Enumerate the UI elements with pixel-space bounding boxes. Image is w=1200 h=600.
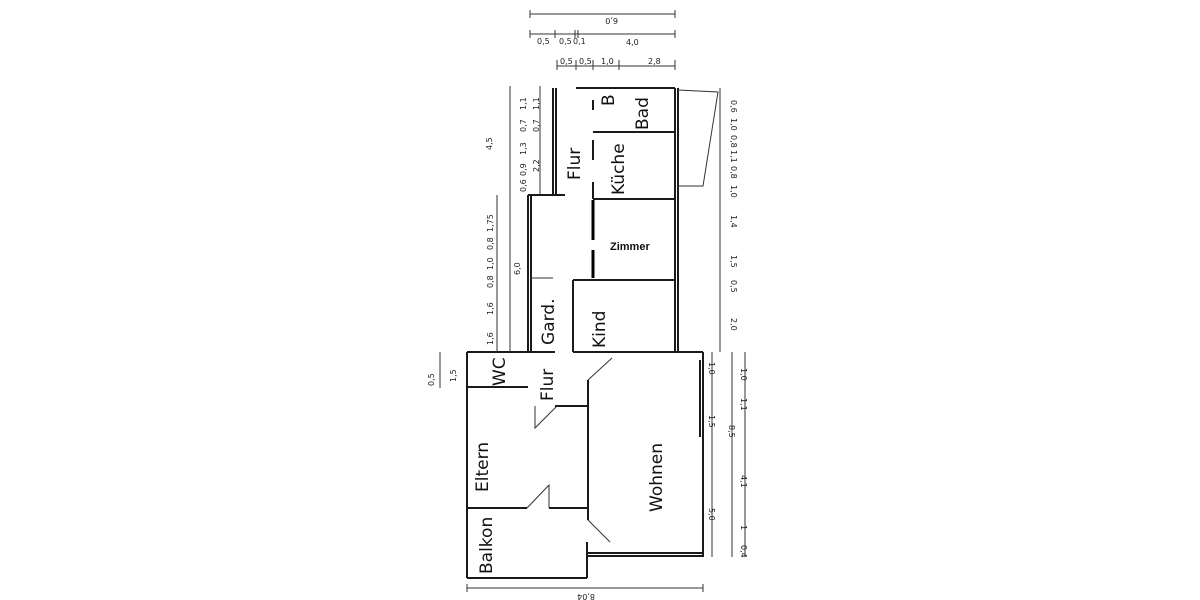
dim-right-upper-4: 0,8 (729, 166, 738, 179)
dim-right-upper-9: 2,0 (729, 318, 738, 331)
dim-left-middle-total: 6,0 (513, 262, 522, 275)
dim-right-upper-6: 1,4 (729, 215, 738, 228)
room-kueche: Küche (609, 143, 629, 195)
dim-right-lower-4: 0,4 (739, 545, 748, 558)
left-dimensions: 4,5 1,1 0,7 1,3 0,9 0,6 1,1 0,7 2,2 6,0 … (427, 86, 541, 388)
dim-top-r2-0: 0,5 (537, 37, 550, 46)
dim-top-r3-0: 0,5 (560, 57, 573, 66)
dim-right-upper-2: 0,8 (729, 135, 738, 148)
walls (466, 87, 719, 579)
top-dimensions: 6,0 0,5 0,5 0,1 4,0 0,5 0,5 1,0 2,8 (529, 10, 676, 70)
dim-left-upper-4: 0,6 (519, 179, 528, 192)
dim-right-upper-1: 1,0 (729, 118, 738, 131)
dim-top-r2-1: 0,5 (559, 37, 572, 46)
dim-top-total: 6,0 (605, 16, 618, 25)
room-flur-upper: Flur (565, 148, 585, 180)
dim-right-lower-0: 1,0 (739, 368, 748, 381)
room-eltern: Eltern (473, 442, 493, 492)
dim-top-r2-2: 0,1 (573, 37, 586, 46)
dim-right-upper-5: 1,0 (729, 185, 738, 198)
dim-left-upper-inner-2: 2,2 (532, 159, 541, 172)
room-wc: WC (490, 357, 510, 386)
dim-left-middle-5: 1,6 (486, 332, 495, 345)
room-kind: Kind (590, 311, 610, 348)
dim-right-lower-3: 1 (739, 525, 748, 530)
dim-top-r2-3: 4,0 (626, 38, 639, 47)
dim-left-middle-4: 1,6 (486, 302, 495, 315)
dim-left-upper-2: 1,3 (519, 142, 528, 155)
dim-left-middle-0: 1,75 (486, 214, 495, 232)
dim-left-upper-1: 0,7 (519, 119, 528, 132)
dim-right-upper-7: 1,5 (729, 255, 738, 268)
dim-top-r3-3: 2,8 (648, 57, 661, 66)
room-labels: Flur Küche Bad B Zimmer Gard. Kind WC Fl… (473, 94, 667, 574)
dim-right-upper-8: 0,5 (729, 280, 738, 293)
room-zimmer: Zimmer (610, 241, 650, 253)
bottom-dimension: 8,04 (466, 584, 704, 600)
dim-right-lower-total: 8,5 (727, 425, 736, 438)
dim-right-inner-2: 5,0 (707, 508, 716, 521)
room-b: B (599, 94, 619, 106)
dim-right-upper-0: 0,6 (729, 100, 738, 113)
dim-left-middle-2: 1,0 (486, 257, 495, 270)
dim-right-lower-2: 4,1 (739, 475, 748, 488)
dim-left-upper-inner-1: 0,7 (532, 119, 541, 132)
room-flur-lower: Flur (538, 369, 558, 401)
dim-left-lower-1: 1,5 (449, 369, 458, 382)
dim-right-lower-1: 1,1 (739, 398, 748, 411)
dim-left-upper-inner-0: 1,1 (532, 97, 541, 110)
dim-top-r3-2: 1,0 (601, 57, 614, 66)
dim-right-inner-1: 1,5 (707, 415, 716, 428)
room-wohnen: Wohnen (647, 443, 667, 512)
dim-right-upper-3: 1,1 (729, 150, 738, 163)
dim-top-r3-1: 0,5 (579, 57, 592, 66)
room-gard: Gard. (539, 299, 559, 345)
dim-left-middle-3: 0,8 (486, 275, 495, 288)
room-bad: Bad (633, 97, 653, 130)
dim-left-upper-3: 0,9 (519, 163, 528, 176)
dim-left-upper-0: 1,1 (519, 97, 528, 110)
right-dimensions: 0,6 1,0 0,8 1,1 0,8 1,0 1,4 1,5 0,5 2,0 … (707, 88, 748, 558)
dim-bottom-total: 8,04 (577, 592, 595, 600)
dim-left-upper-total: 4,5 (485, 137, 494, 150)
dim-left-lower-0: 0,5 (427, 373, 436, 386)
dim-right-inner-0: 1,0 (707, 362, 716, 375)
room-balkon: Balkon (477, 517, 497, 574)
dim-left-middle-1: 0,8 (486, 237, 495, 250)
